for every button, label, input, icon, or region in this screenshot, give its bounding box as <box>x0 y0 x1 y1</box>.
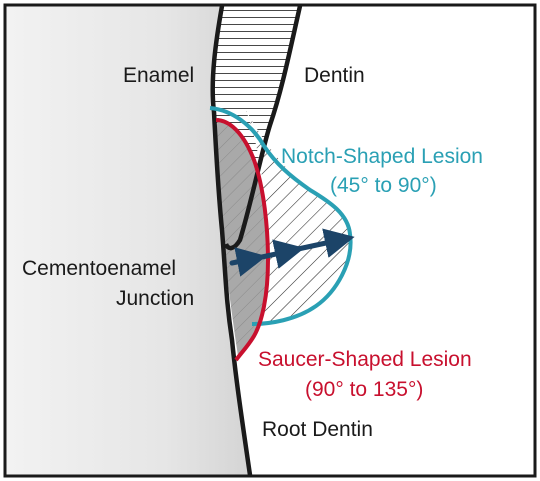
left-tissue-region <box>6 6 250 475</box>
diagram-frame <box>3 3 537 478</box>
label-cej-line1: Cementoenamel <box>22 257 176 280</box>
saucer-lesion-outline <box>215 118 271 362</box>
cej-curve <box>223 5 303 251</box>
arrow-1 <box>229 247 267 277</box>
label-notch-angle: (45° to 90°) <box>330 174 437 197</box>
notch-lesion-outline <box>209 106 353 326</box>
notch-lesion-region <box>246 110 351 322</box>
progression-arrows <box>229 228 355 277</box>
label-root-dentin: Root Dentin <box>262 418 373 441</box>
label-dentin: Dentin <box>304 64 365 87</box>
label-saucer-angle: (90° to 135°) <box>305 378 423 401</box>
label-saucer-title: Saucer-Shaped Lesion <box>258 348 472 371</box>
label-notch-title: Notch-Shaped Lesion <box>281 145 483 168</box>
label-cej-line2: Junction <box>116 287 194 310</box>
label-enamel: Enamel <box>123 64 194 87</box>
arrow-2 <box>259 239 305 269</box>
tooth-outline <box>210 5 253 476</box>
arrow-3 <box>295 228 355 258</box>
